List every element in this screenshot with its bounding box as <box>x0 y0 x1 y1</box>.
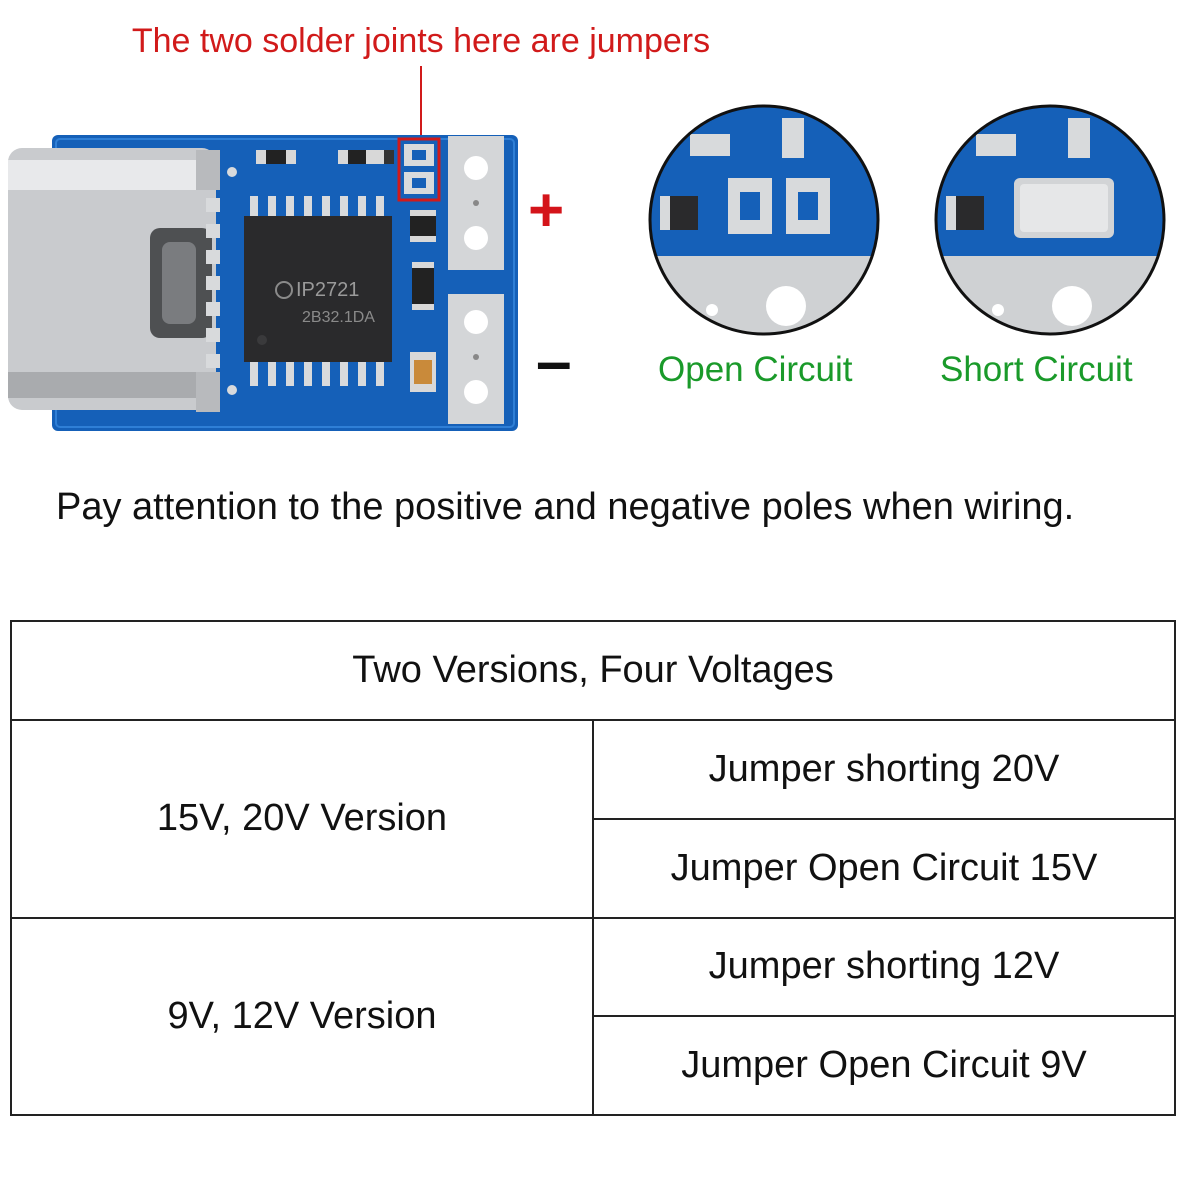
table-title: Two Versions, Four Voltages <box>10 620 1176 721</box>
open-circuit-label: Open Circuit <box>658 350 853 389</box>
table-row: Jumper Open Circuit 9V <box>11 1015 1176 1116</box>
table-title-row: Two Versions, Four Voltages <box>10 620 1176 721</box>
positive-sign: + <box>528 176 565 245</box>
positive-terminal <box>448 136 504 270</box>
voltage-table: Two Versions, Four Voltages 15V, 20V Ver… <box>10 620 1176 1116</box>
option-cell: Jumper Open Circuit 9V <box>592 1015 1176 1116</box>
short-circuit-label: Short Circuit <box>940 350 1133 389</box>
option-cell: Jumper Open Circuit 15V <box>592 817 1176 919</box>
jumper-highlight-box <box>397 137 441 202</box>
negative-sign: – <box>536 325 572 397</box>
negative-terminal <box>448 294 504 424</box>
chip-marking-2: 2B32.1DA <box>302 309 375 326</box>
table-row: Jumper Open Circuit 15V <box>11 817 1176 919</box>
jumper-callout: The two solder joints here are jumpers <box>131 22 711 60</box>
option-cell: Jumper shorting 20V <box>592 719 1176 820</box>
ic-chip: IP2721 2B32.1DA <box>244 196 392 386</box>
open-circuit-zoom <box>650 106 878 334</box>
smd-components <box>227 150 436 395</box>
option-cell: Jumper shorting 12V <box>592 916 1176 1018</box>
chip-marking-1: IP2721 <box>296 279 359 301</box>
wiring-note: Pay attention to the positive and negati… <box>56 486 1075 528</box>
jumper-pads <box>397 137 441 202</box>
table-row: 9V, 12V Version Jumper shorting 12V <box>10 916 1176 1116</box>
table-row: 15V, 20V Version Jumper shorting 20V <box>10 719 1176 919</box>
board-illustration: IP2721 2B32.1DA <box>8 66 1166 431</box>
usb-pads <box>206 198 220 368</box>
version-cell: 15V, 20V Version <box>10 719 594 919</box>
short-circuit-zoom <box>936 106 1164 334</box>
usb-c-connector <box>8 148 220 412</box>
version-cell: 9V, 12V Version <box>10 916 594 1116</box>
